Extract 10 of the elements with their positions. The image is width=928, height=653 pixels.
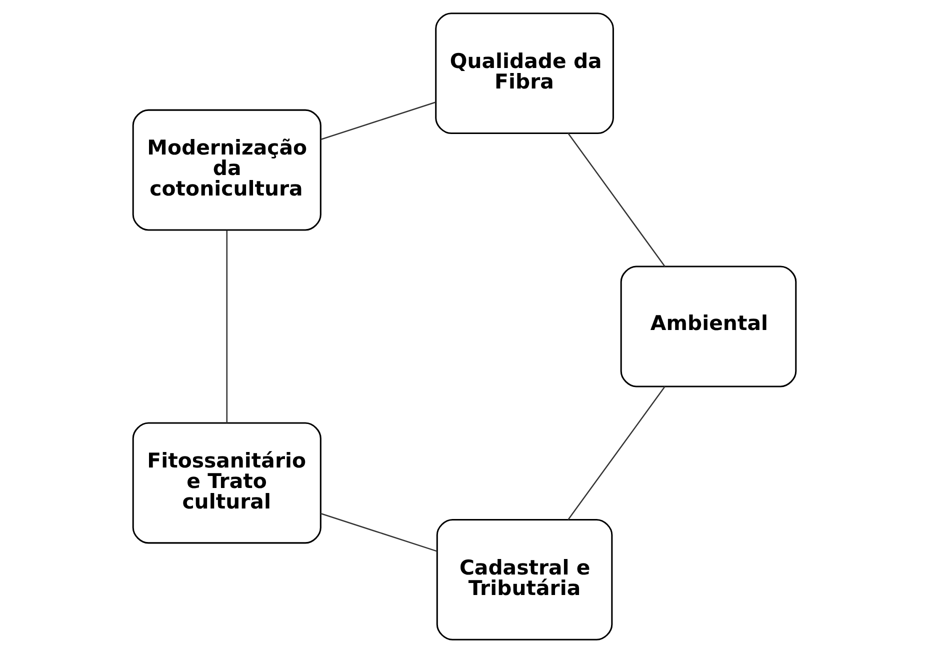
node-box: Cadastral e Tributária bbox=[436, 518, 612, 640]
node-box: Modernização da cotonicultura bbox=[132, 109, 321, 231]
connector bbox=[320, 102, 436, 140]
connector bbox=[320, 512, 437, 552]
connector bbox=[567, 132, 665, 267]
connector bbox=[567, 386, 665, 520]
node-box: Ambiental bbox=[620, 266, 796, 388]
node-box: Fitossanitário e Trato cultural bbox=[132, 422, 321, 544]
connector bbox=[226, 230, 228, 423]
node-box: Qualidade da Fibra bbox=[434, 12, 614, 134]
